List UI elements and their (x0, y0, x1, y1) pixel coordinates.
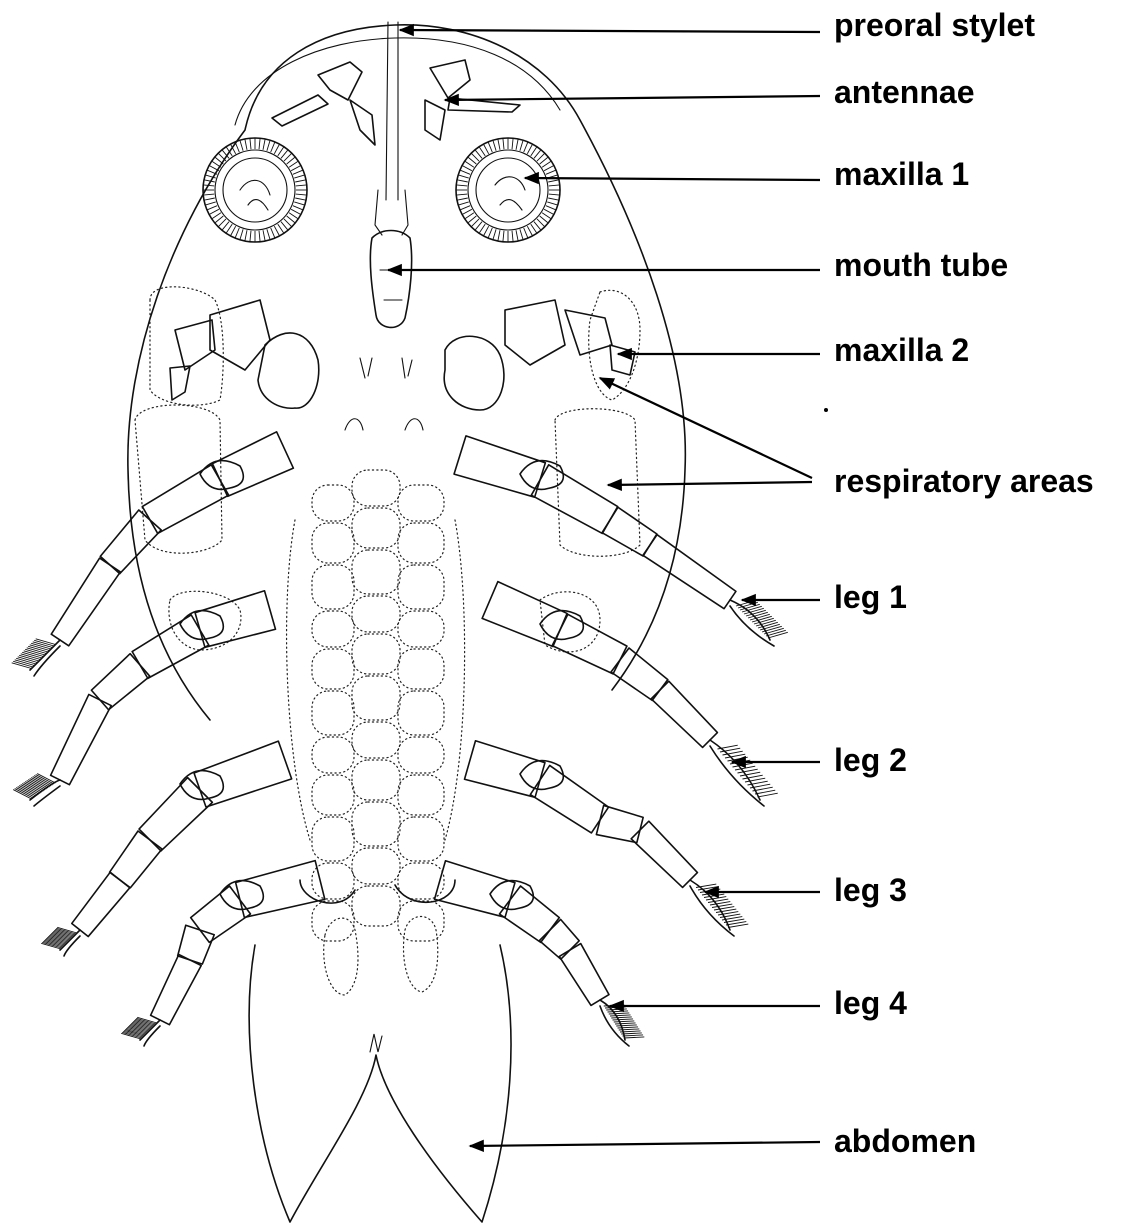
antenna-left (272, 62, 375, 145)
mouthpart-marks (345, 358, 423, 430)
label-preoral-stylet: preoral stylet (834, 7, 1035, 43)
abdomen-outline (249, 945, 511, 1222)
preoral-stylet (375, 22, 408, 235)
leg-left-4 (121, 861, 325, 1046)
body-segments (287, 470, 465, 941)
leg-left-2 (13, 591, 275, 806)
leader-respiratory-a (600, 378, 812, 478)
leader-abdomen (470, 1142, 820, 1146)
leader-antennae (445, 96, 820, 100)
label-maxilla-2: maxilla 2 (834, 332, 969, 368)
label-mouth-tube: mouth tube (834, 247, 1008, 283)
leader-lines (388, 30, 820, 1146)
label-abdomen: abdomen (834, 1123, 976, 1159)
label-antennae: antennae (834, 74, 974, 110)
label-leg-2: leg 2 (834, 742, 907, 778)
leg-right-2 (482, 582, 778, 806)
label-leg-1: leg 1 (834, 579, 907, 615)
leg-right-3 (465, 741, 749, 936)
stray-dot (824, 408, 828, 412)
mouth-tube (370, 231, 411, 328)
carapace-outline (128, 25, 685, 720)
label-maxilla-1: maxilla 1 (834, 156, 969, 192)
abdomen-notch (370, 1034, 382, 1052)
maxilla-1-right (456, 138, 560, 242)
maxilla-2-left (170, 300, 319, 408)
maxilla-2-right (444, 300, 635, 410)
leg-right-4 (435, 861, 645, 1046)
label-leg-4: leg 4 (834, 985, 907, 1021)
mouth-tube-inner (380, 270, 404, 300)
spermathecae (324, 917, 438, 996)
labels: preoral stylet antennae maxilla 1 mouth … (834, 7, 1094, 1159)
maxilla-1-left (203, 138, 307, 242)
leg-left-3 (41, 741, 291, 956)
label-respiratory-areas: respiratory areas (834, 463, 1094, 499)
leg-right-1 (454, 436, 788, 646)
leader-maxilla-1 (525, 178, 820, 180)
leader-respiratory-b (608, 482, 812, 485)
label-leg-3: leg 3 (834, 872, 907, 908)
